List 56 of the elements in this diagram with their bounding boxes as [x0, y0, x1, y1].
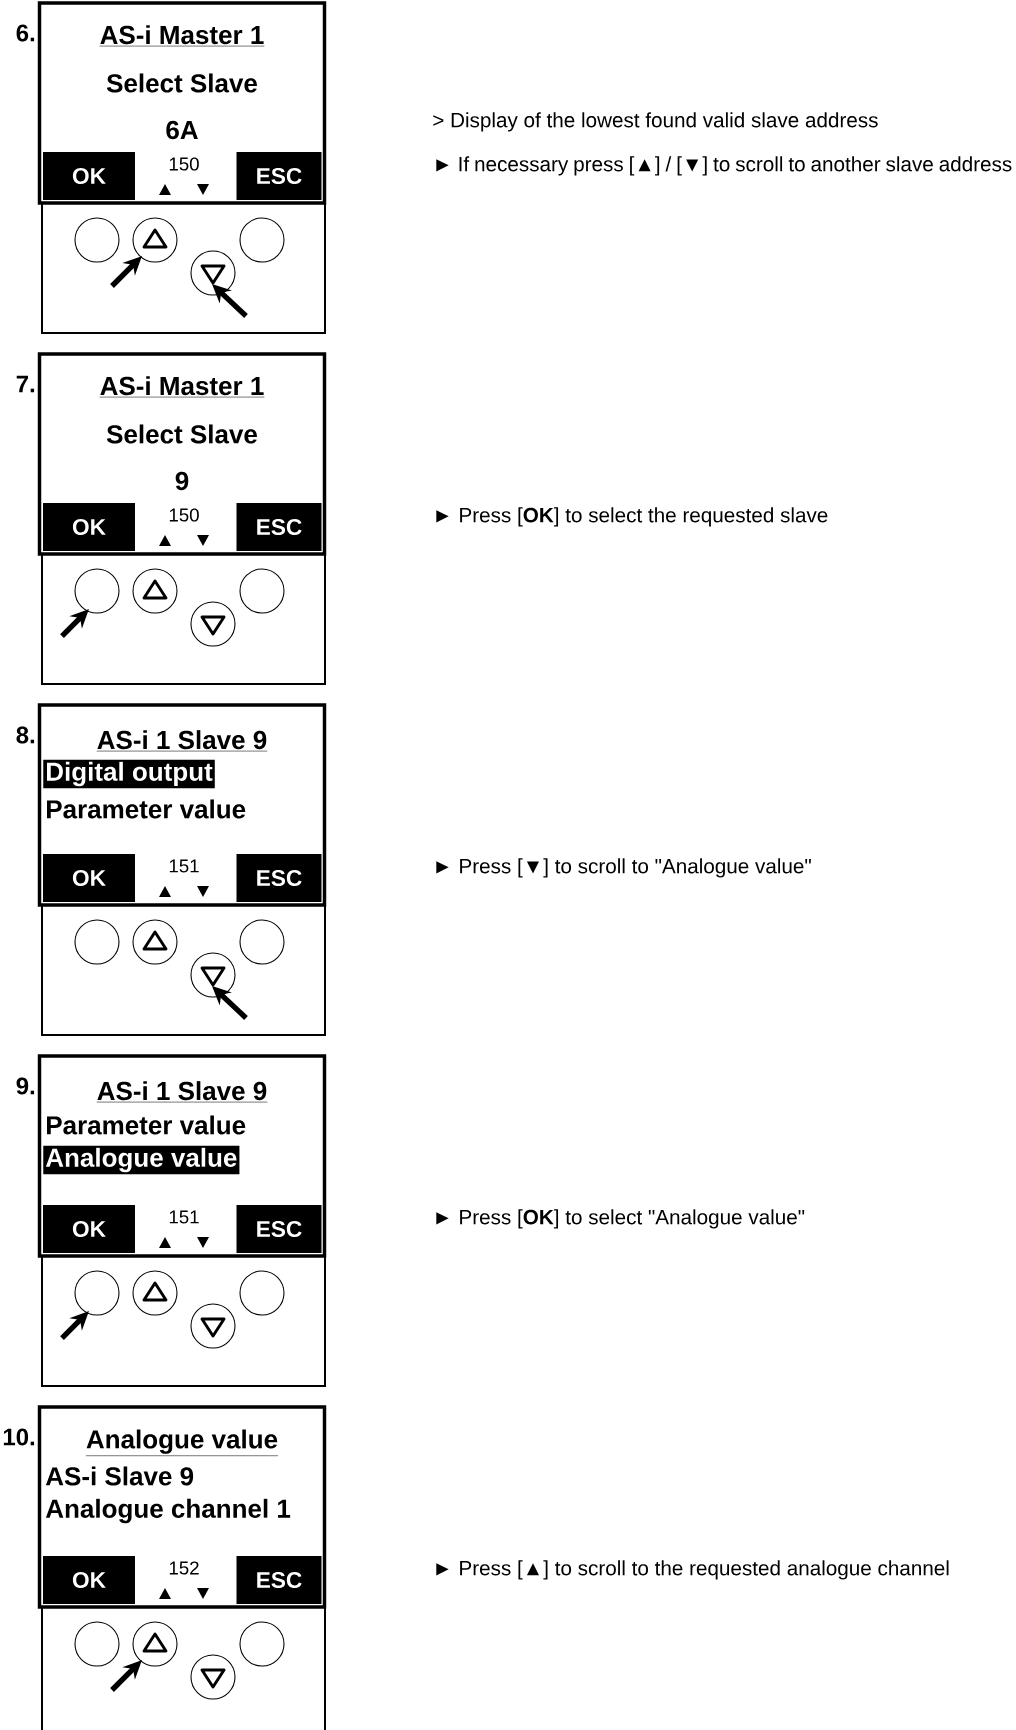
screen-title: AS-i 1 Slave 9: [96, 1081, 268, 1103]
node-label: ESC: [257, 869, 302, 887]
display-text: Select Slave: [106, 424, 257, 444]
display-screen: [37, 703, 327, 907]
instruction-text: ► Press [OK] to select the requested slave: [436, 507, 828, 527]
node-label: OK: [72, 518, 106, 536]
page-number: 150: [169, 508, 199, 522]
soft-key: ESC: [236, 152, 322, 200]
screen-title: AS-i Master 1: [99, 25, 265, 47]
step-number: 7.: [16, 375, 35, 393]
page-number: 152: [169, 1561, 199, 1575]
display-text: 9: [175, 471, 189, 491]
node-label: ESC: [257, 1571, 302, 1589]
soft-key: ESC: [236, 1556, 322, 1604]
highlighted-menu-item: Digital output: [43, 759, 215, 789]
node-label: OK: [72, 1220, 106, 1238]
node-label: OK: [72, 869, 106, 887]
node-label: OK: [72, 1571, 106, 1589]
node-label: ESC: [257, 167, 302, 185]
soft-key: OK: [43, 1205, 135, 1253]
step-number: 6.: [16, 24, 35, 42]
highlighted-menu-item: Analogue value: [43, 1145, 240, 1175]
instruction-text: > Display of the lowest found valid slave address: [433, 112, 878, 132]
instruction-text: ► Press [OK] to select "Analogue value": [436, 1209, 805, 1229]
display-text: Select Slave: [106, 73, 257, 93]
soft-key: ESC: [236, 854, 322, 902]
display-screen: [37, 1405, 327, 1609]
display-screen: [37, 352, 327, 556]
instruction-text: ► Press [▲] to scroll to the requested analogue channel: [436, 1560, 949, 1580]
screen-title: AS-i 1 Slave 9: [96, 730, 268, 752]
menu-item: Parameter value: [47, 799, 246, 819]
step-number: 10.: [3, 1428, 35, 1446]
soft-key: ESC: [236, 503, 322, 551]
display-text: 6A: [166, 120, 198, 140]
menu-item: AS-i Slave 9: [45, 1466, 194, 1486]
soft-key: ESC: [236, 1205, 322, 1253]
display-screen: [37, 1, 327, 205]
menu-item: Analogue channel 1: [45, 1498, 291, 1524]
instruction-text: ► Press [▼] to scroll to "Analogue value": [436, 858, 811, 878]
page-number: 150: [169, 157, 199, 171]
menu-item: Parameter value: [47, 1115, 246, 1135]
soft-key: OK: [43, 854, 135, 902]
soft-key: OK: [43, 1556, 135, 1604]
page-number: 151: [169, 1210, 199, 1224]
display-screen: [37, 1054, 327, 1258]
page-number: 151: [169, 859, 199, 873]
screen-title: Analogue value: [85, 1429, 279, 1456]
screen-title: AS-i Master 1: [99, 376, 265, 398]
instruction-text: ► If necessary press [▲] / [▼] to scroll to another slave address: [436, 156, 1012, 176]
soft-key: OK: [43, 152, 135, 200]
node-label: OK: [72, 167, 106, 185]
soft-key: OK: [43, 503, 135, 551]
step-number: 9.: [16, 1077, 35, 1095]
node-label: ESC: [257, 1220, 302, 1238]
step-number: 8.: [16, 726, 35, 744]
node-label: ESC: [257, 518, 302, 536]
